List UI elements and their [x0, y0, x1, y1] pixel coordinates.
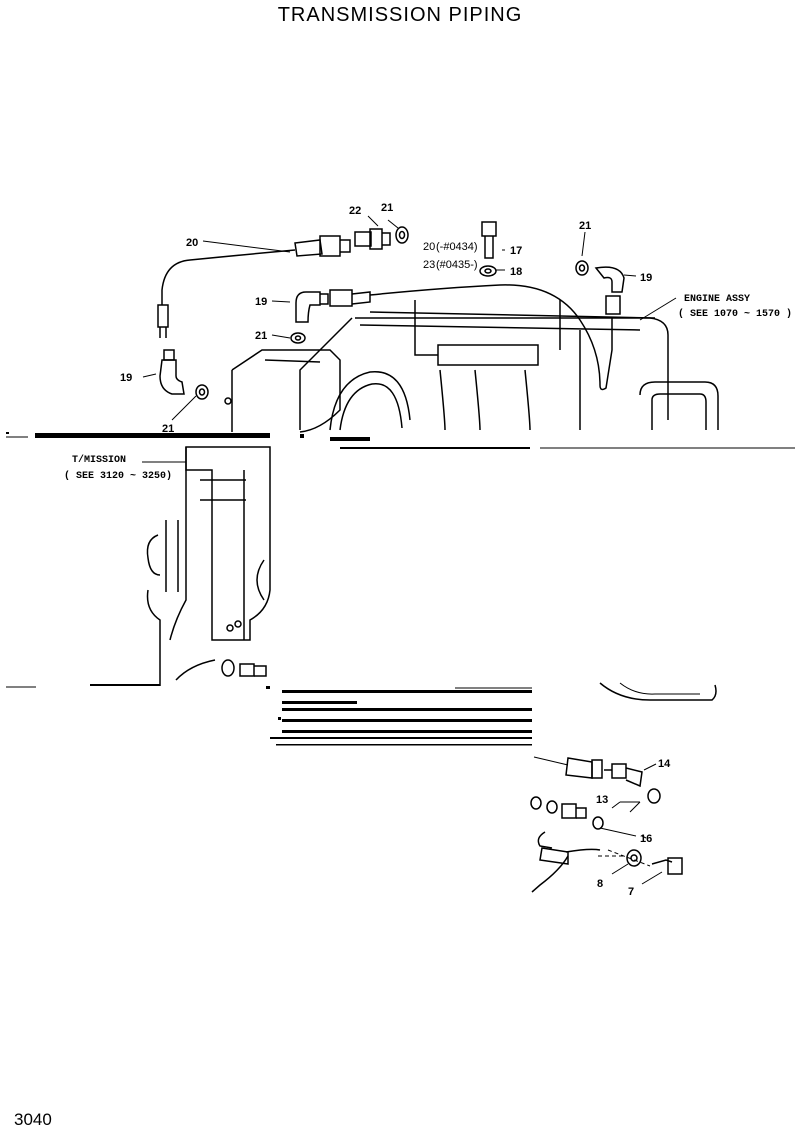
- scan-artifacts-middle: [90, 684, 532, 746]
- page-number: 3040: [14, 1110, 52, 1129]
- callout-21-right: 21: [579, 220, 591, 232]
- washer-18: [479, 265, 497, 277]
- engine-body-outline: [224, 300, 719, 433]
- tmission-ref: ( SEE 3120 ~ 3250): [64, 470, 172, 482]
- washer-21-top: [395, 226, 409, 244]
- bolt-7: [651, 857, 683, 875]
- washer-21-right: [575, 260, 589, 276]
- bolt-17: [481, 221, 497, 259]
- callout-14: 14: [658, 758, 671, 770]
- fitting-22: [354, 228, 391, 250]
- callout-21-mid: 21: [255, 330, 267, 342]
- leader-lines-lower: [598, 763, 663, 885]
- fitting-13: [530, 796, 587, 819]
- pipe-23: [329, 284, 613, 391]
- callout-17: 17: [510, 245, 522, 257]
- callout-18: 18: [510, 266, 522, 278]
- callout-13: 13: [596, 794, 608, 806]
- callout-20-note-range: (-#0434): [436, 241, 478, 253]
- elbow-19-mid: [295, 291, 329, 323]
- engine-assy-label: ENGINE ASSY: [684, 294, 750, 305]
- callout-7: 7: [628, 886, 634, 898]
- callout-19-right: 19: [640, 272, 652, 284]
- washer-21-mid: [290, 332, 306, 344]
- callout-19-left: 19: [120, 372, 132, 384]
- pipe-20: [157, 235, 351, 338]
- callout-21-left: 21: [162, 423, 174, 435]
- callout-16: 16: [640, 833, 652, 845]
- callout-8: 8: [597, 878, 603, 890]
- leader-lines-upper: [142, 215, 677, 421]
- fitting-housing-bottom: [221, 659, 267, 677]
- callout-22: 22: [349, 205, 361, 217]
- engine-assy-ref: ( SEE 1070 ~ 1570 ): [678, 308, 792, 320]
- callout-19-mid: 19: [255, 296, 267, 308]
- elbow-19-right: [594, 266, 625, 315]
- callout-20-note: 20: [423, 241, 435, 253]
- hose-end-lower: [531, 831, 601, 893]
- scan-artifacts-upper: [6, 432, 530, 449]
- tmission-label: T/MISSION: [72, 454, 126, 466]
- elbow-19-left: [159, 349, 185, 395]
- callout-23-note-range: (#0435-): [436, 259, 478, 271]
- sensor-14-assembly: [533, 756, 661, 804]
- washer-8: [626, 849, 642, 867]
- callout-21-top: 21: [381, 202, 393, 214]
- callout-20: 20: [186, 237, 198, 249]
- page-title: TRANSMISSION PIPING: [277, 4, 523, 26]
- oring-16: [592, 816, 604, 830]
- washer-21-left: [195, 384, 209, 400]
- callout-labels: 20 22 21 20 (-#0434) 23 (#0435-) 17 18 2…: [64, 202, 792, 898]
- callout-23-note: 23: [423, 259, 435, 271]
- transmission-housing: [146, 446, 271, 686]
